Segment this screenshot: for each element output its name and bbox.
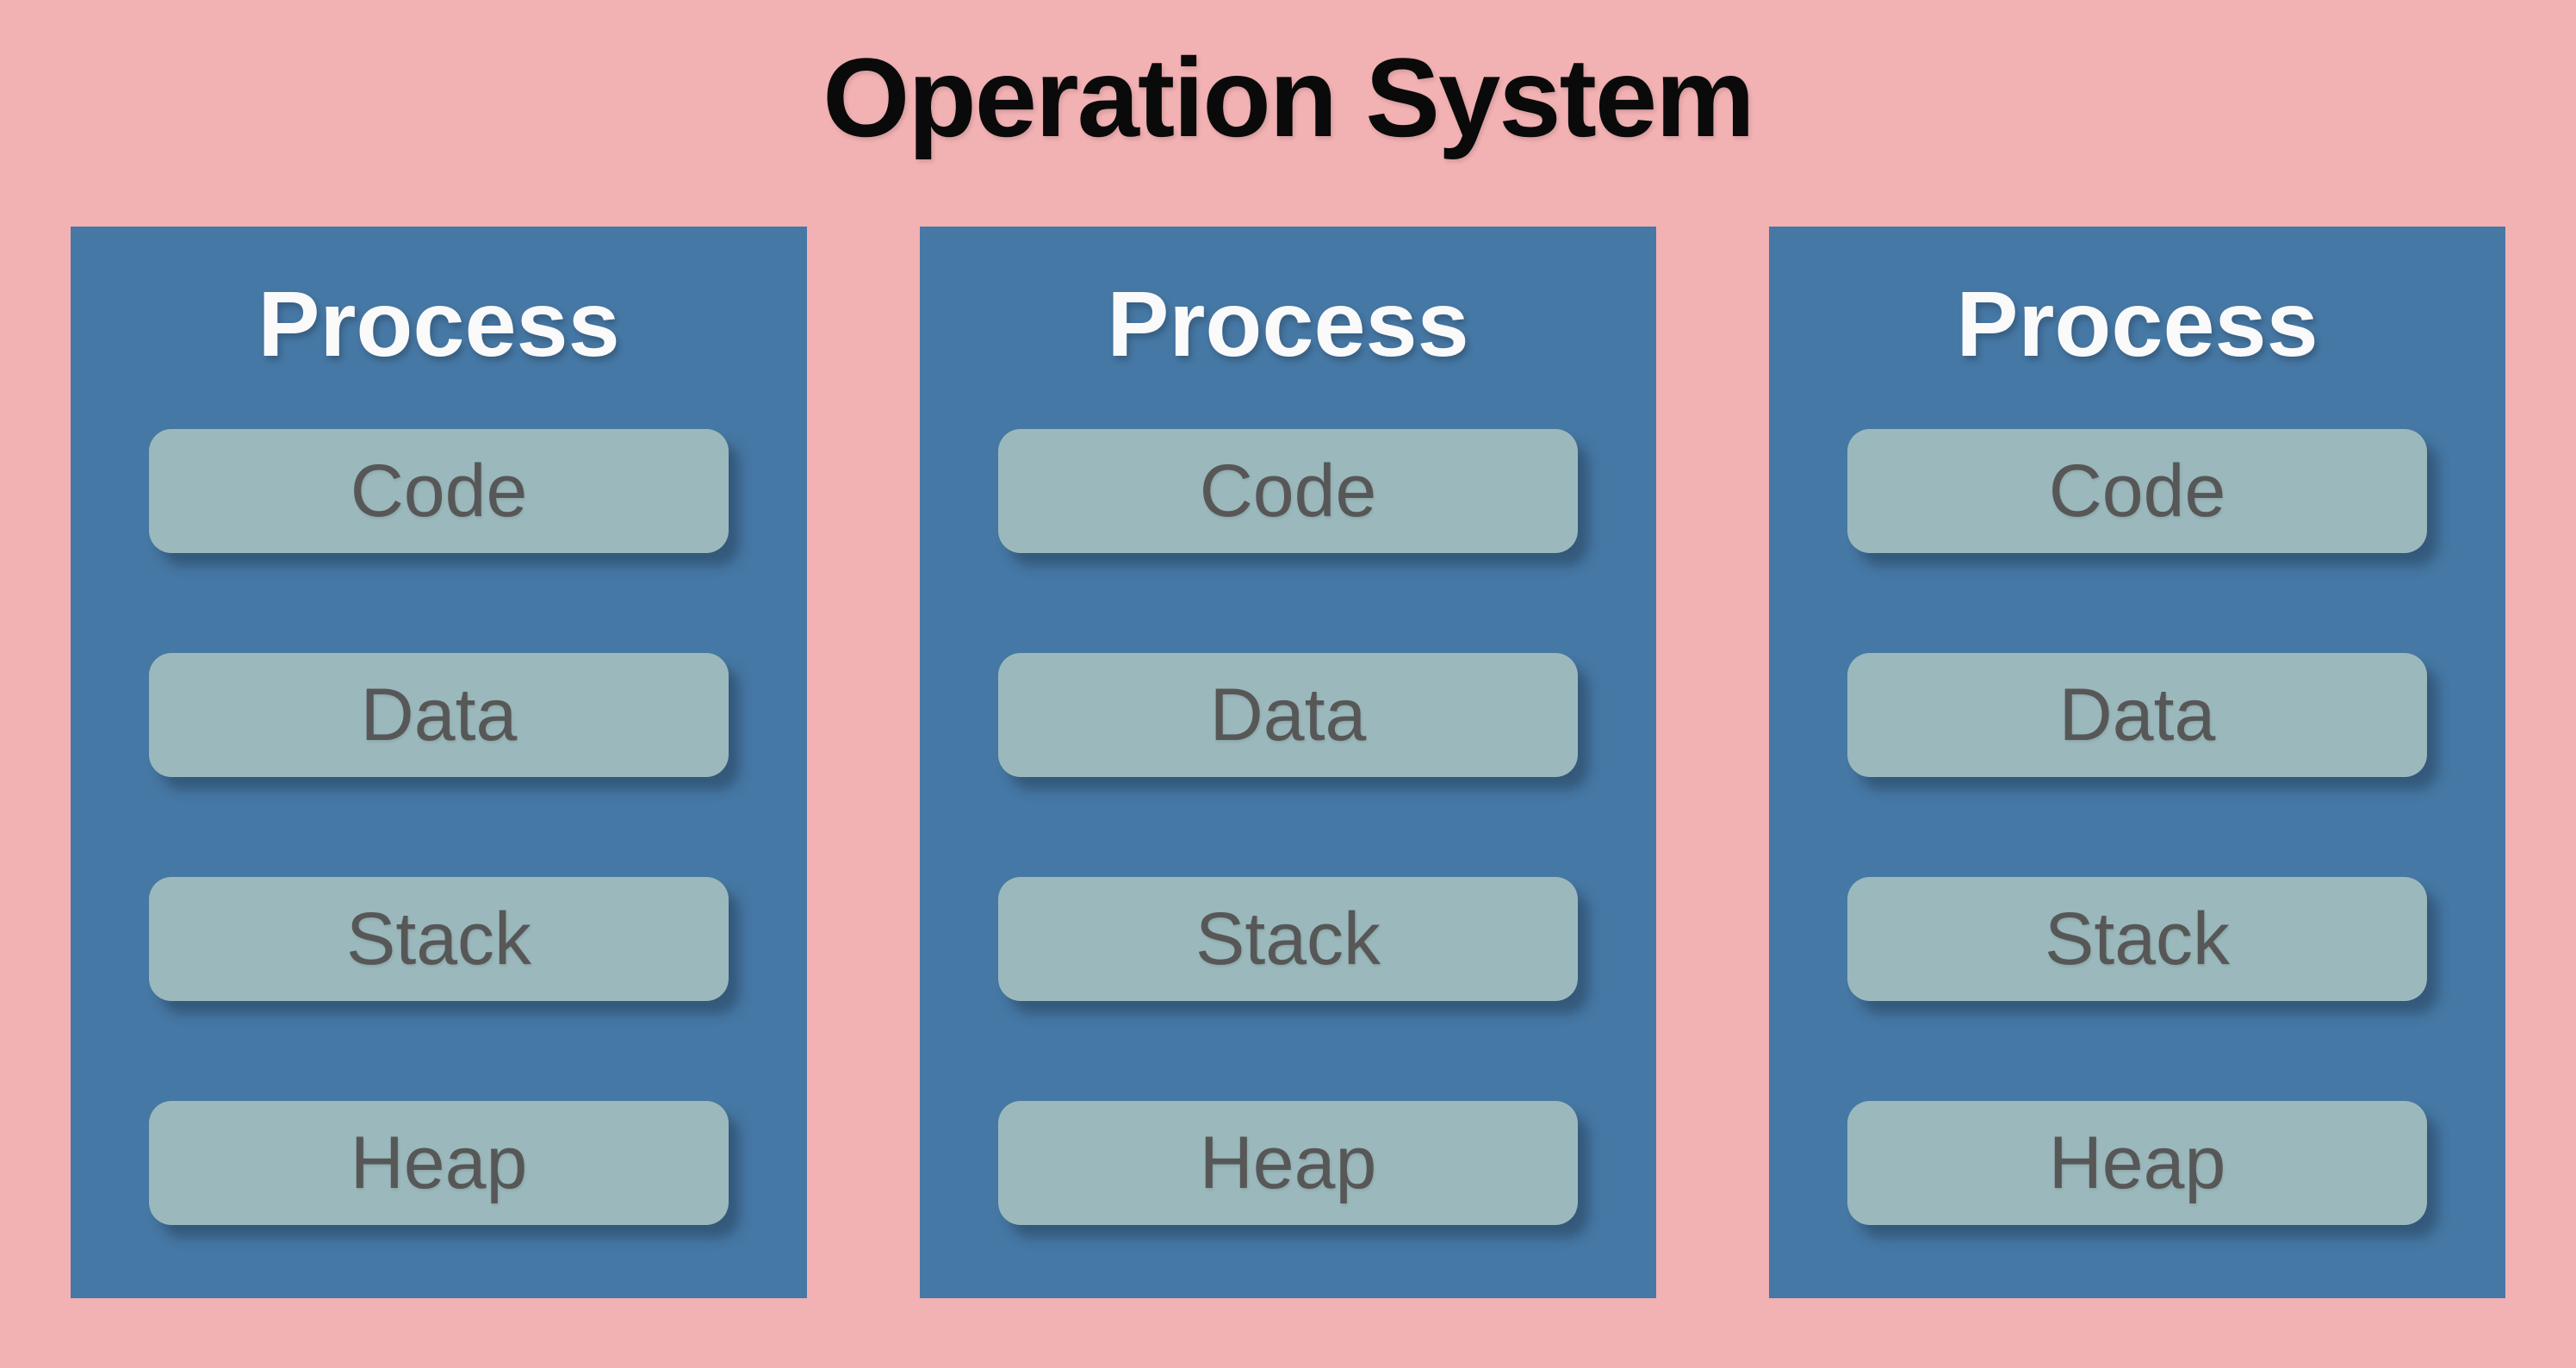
segment-label: Code bbox=[350, 449, 528, 532]
segment-label: Code bbox=[2048, 449, 2226, 532]
memory-segment-code: Code bbox=[998, 429, 1578, 554]
memory-segment-stack: Stack bbox=[998, 877, 1578, 1002]
process-title: Process bbox=[1107, 271, 1469, 376]
process-box: Process Code Data Stack Heap bbox=[71, 227, 807, 1298]
memory-segment-heap: Heap bbox=[1847, 1101, 2427, 1226]
process-box: Process Code Data Stack Heap bbox=[920, 227, 1656, 1298]
memory-segment-stack: Stack bbox=[149, 877, 729, 1002]
memory-segment-data: Data bbox=[998, 653, 1578, 778]
segment-label: Heap bbox=[1199, 1121, 1377, 1204]
process-title: Process bbox=[1956, 271, 2318, 376]
segment-label: Code bbox=[1199, 449, 1377, 532]
segment-label: Stack bbox=[345, 897, 532, 980]
memory-segment-code: Code bbox=[149, 429, 729, 554]
segment-label: Data bbox=[1209, 673, 1367, 756]
page-title: Operation System bbox=[822, 34, 1755, 160]
segment-label: Stack bbox=[2044, 897, 2231, 980]
process-box: Process Code Data Stack Heap bbox=[1769, 227, 2505, 1298]
memory-segment-heap: Heap bbox=[998, 1101, 1578, 1226]
memory-segment-stack: Stack bbox=[1847, 877, 2427, 1002]
segment-label: Heap bbox=[2048, 1121, 2226, 1204]
memory-segment-data: Data bbox=[149, 653, 729, 778]
segment-label: Stack bbox=[1195, 897, 1381, 980]
process-title: Process bbox=[258, 271, 620, 376]
memory-segment-heap: Heap bbox=[149, 1101, 729, 1226]
memory-segment-data: Data bbox=[1847, 653, 2427, 778]
segment-label: Data bbox=[2058, 673, 2216, 756]
process-row: Process Code Data Stack Heap Process Cod… bbox=[71, 227, 2505, 1298]
segment-label: Data bbox=[360, 673, 518, 756]
memory-segment-code: Code bbox=[1847, 429, 2427, 554]
segment-label: Heap bbox=[350, 1121, 528, 1204]
